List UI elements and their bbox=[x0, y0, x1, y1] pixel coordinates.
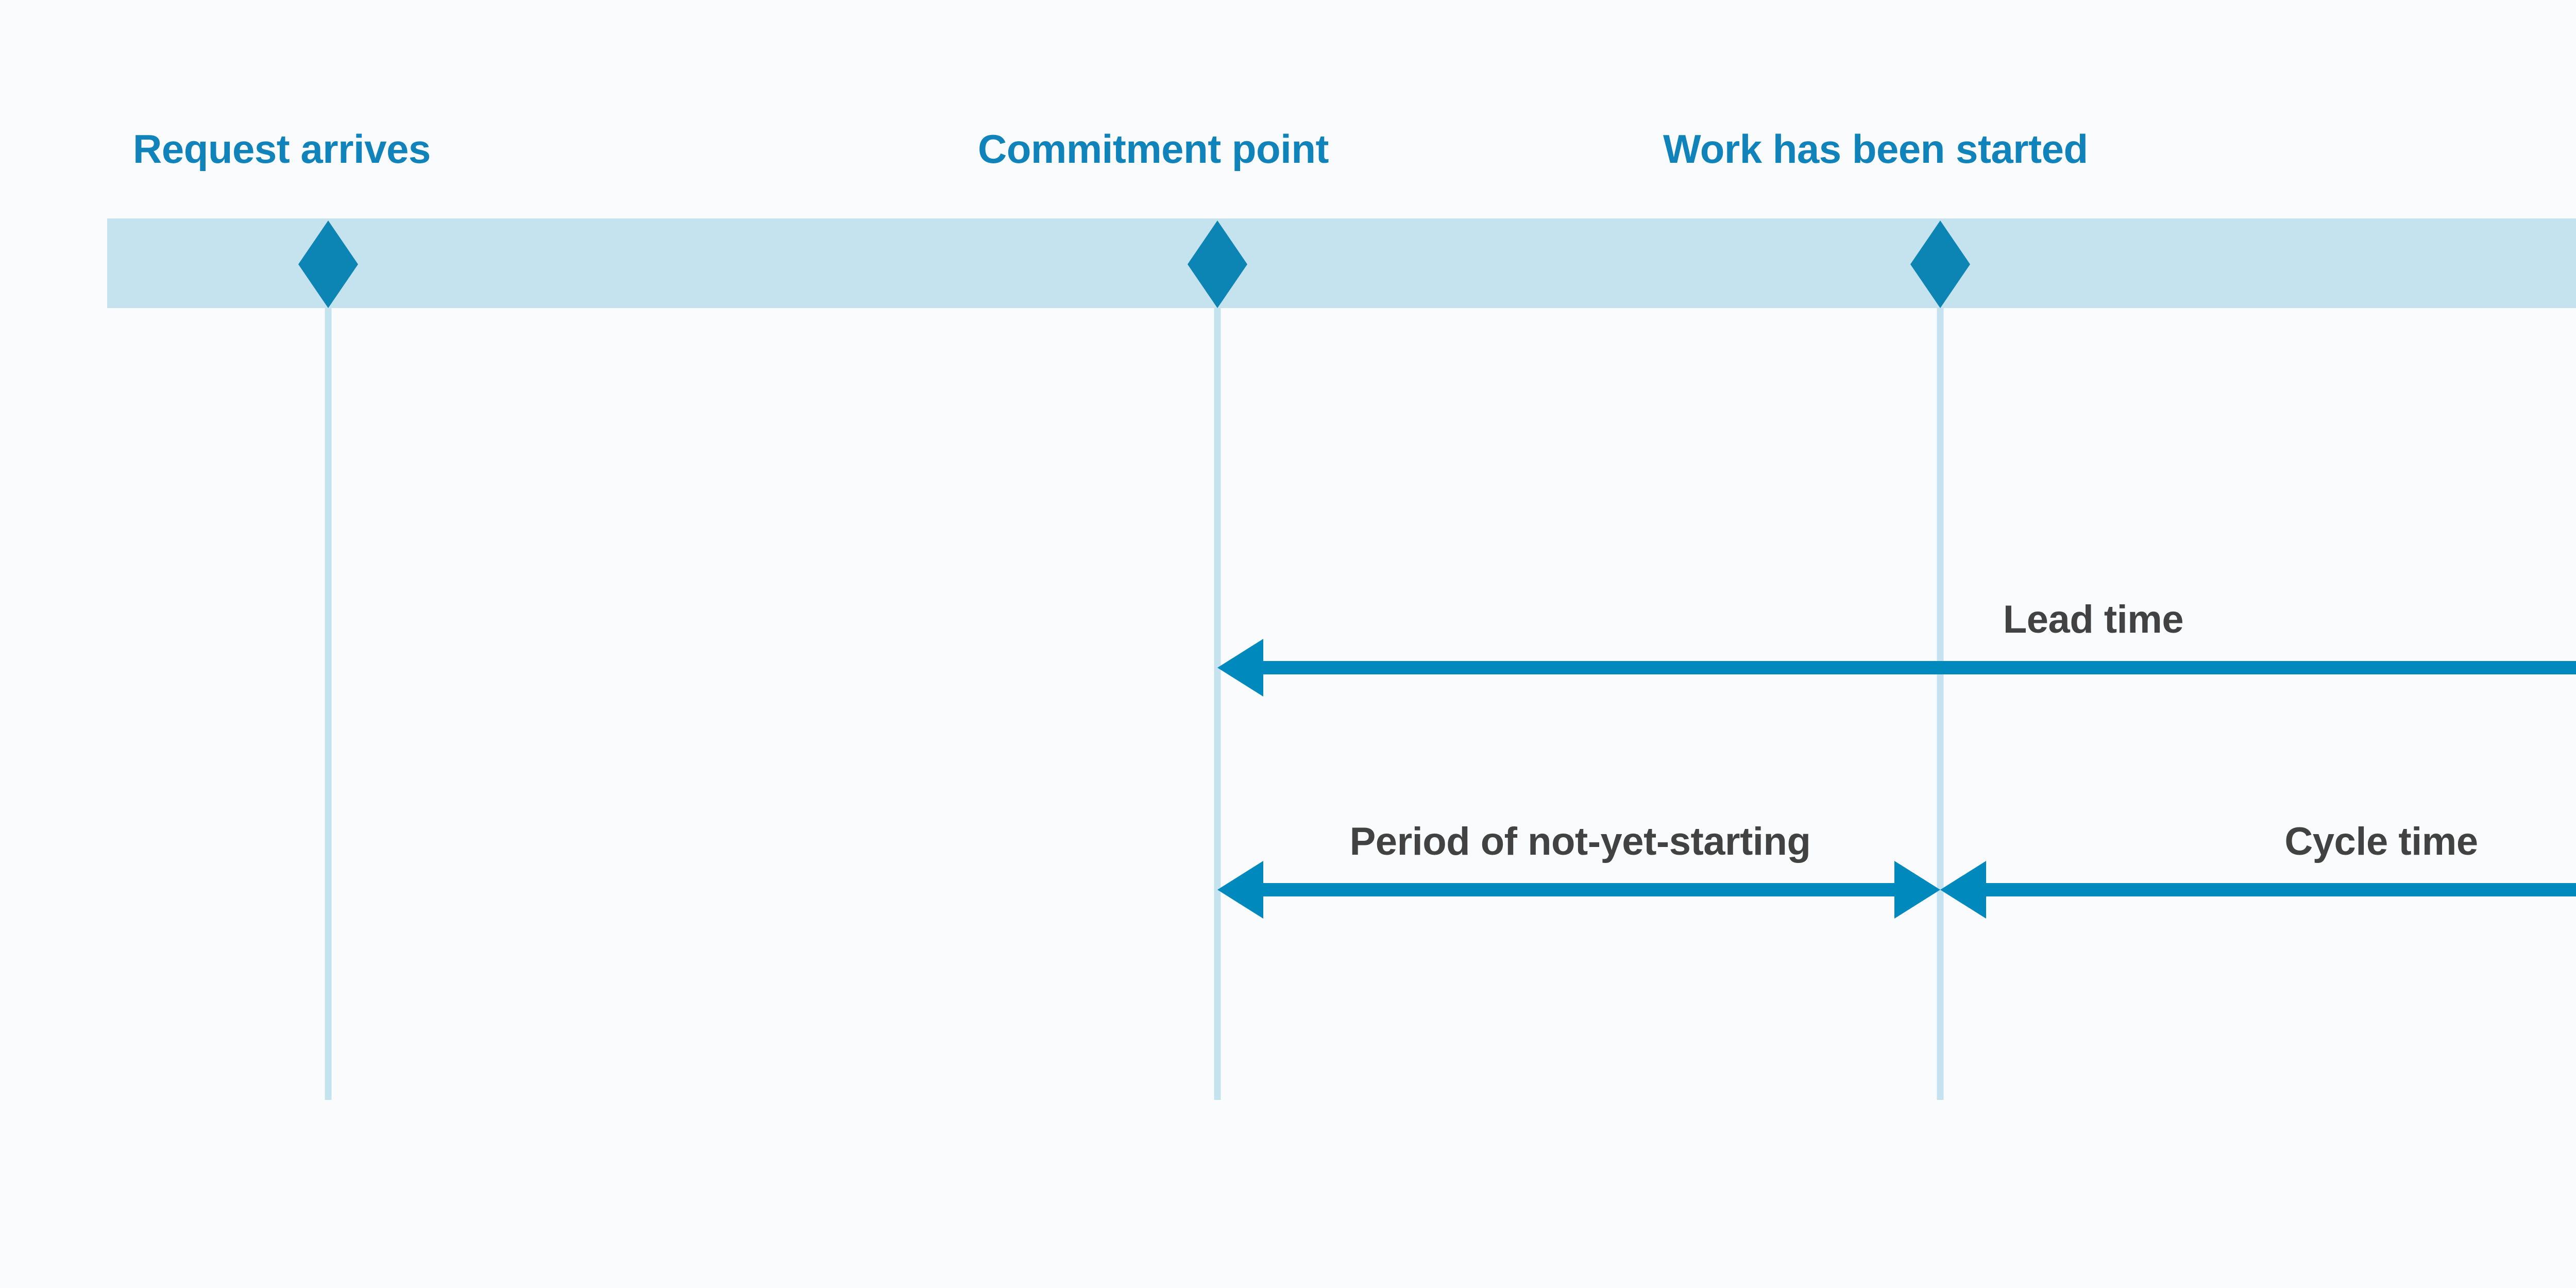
diamond-marker-icon-request-arrives[interactable] bbox=[298, 221, 358, 308]
diamond-marker-icon-work-has-been-started[interactable] bbox=[1910, 221, 1970, 308]
milestone-diamond-markers bbox=[298, 221, 1970, 308]
diamond-marker-icon-commitment-point[interactable] bbox=[1188, 221, 1247, 308]
measure-label-cycle-time: Cycle time bbox=[2284, 820, 2478, 863]
guide-line-work-has-been-started bbox=[1937, 308, 1944, 1100]
milestone-label-request-arrives: Request arrives bbox=[133, 126, 431, 172]
double-headed-arrow-icon-period-of-not-yet-starting bbox=[1217, 861, 1940, 919]
double-headed-arrow-icon-cycle-time bbox=[1940, 861, 2576, 919]
double-headed-arrow-icon-lead-time bbox=[1217, 639, 2576, 697]
guide-line-request-arrives bbox=[325, 308, 332, 1100]
timeline-arrow-icon bbox=[107, 218, 2576, 308]
guide-line-commitment-point bbox=[1214, 308, 1221, 1100]
measure-label-period-of-not-yet-starting: Period of not-yet-starting bbox=[1349, 820, 1811, 863]
milestone-guide-lines bbox=[325, 308, 1944, 1100]
milestone-label-commitment-point: Commitment point bbox=[978, 126, 1329, 172]
milestone-label-work-has-been-started: Work has been started bbox=[1663, 126, 2088, 172]
measure-label-lead-time: Lead time bbox=[2003, 598, 2184, 641]
